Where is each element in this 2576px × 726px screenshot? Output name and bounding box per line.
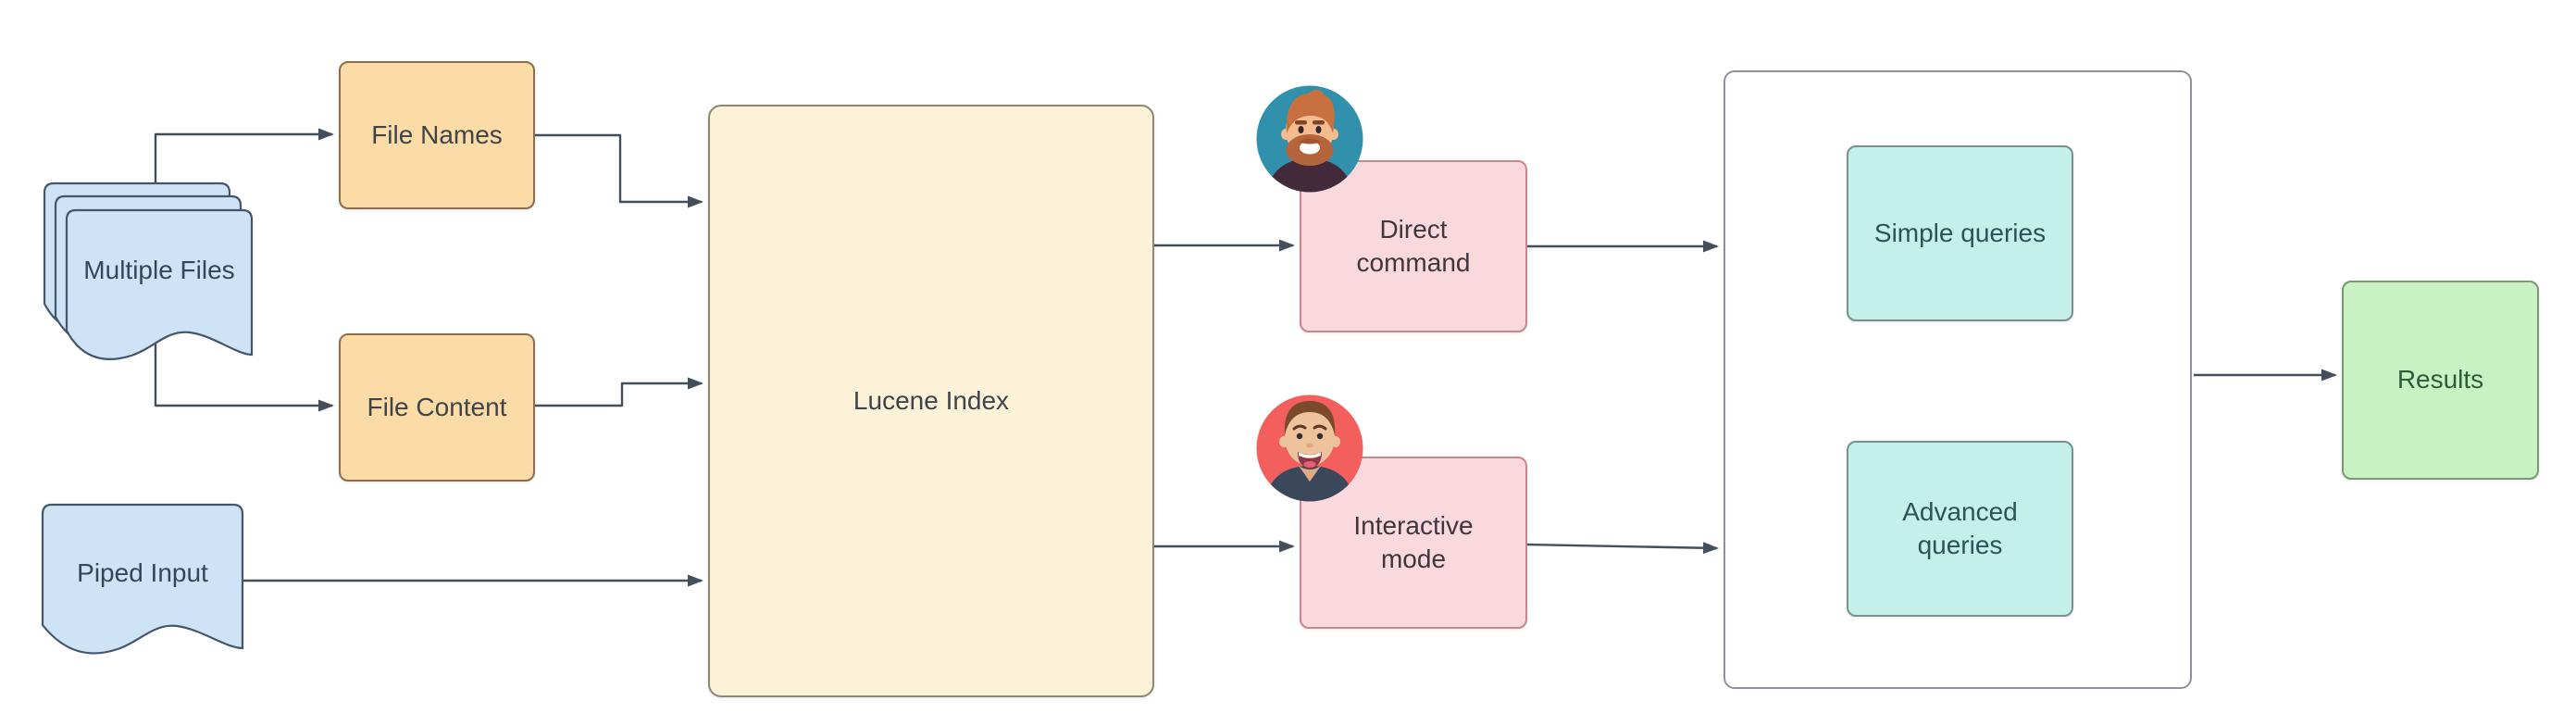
document-shape-front <box>65 208 254 360</box>
file-content-label: File Content <box>367 392 507 421</box>
file-content-node[interactable]: File Content <box>339 333 535 482</box>
young-man-avatar-icon <box>1256 394 1363 502</box>
connector-filecontent-to-lucene <box>535 377 703 407</box>
simple-queries-node[interactable]: Simple queries <box>1847 145 2073 321</box>
results-node[interactable]: Results <box>2342 281 2539 480</box>
lucene-index-label: Lucene Index <box>852 385 1010 415</box>
lucene-index-node[interactable]: Lucene Index <box>708 105 1154 697</box>
simple-queries-label: Simple queries <box>1873 218 2047 247</box>
file-names-label: File Names <box>371 119 503 149</box>
advanced-queries-label: Advanced queries <box>1902 496 2018 559</box>
multiple-files-node[interactable] <box>43 182 254 360</box>
file-names-node[interactable]: File Names <box>339 61 535 209</box>
connector-interactivemode-to-queries <box>1526 542 1719 555</box>
piped-input-node[interactable] <box>41 503 244 655</box>
results-label: Results <box>2396 365 2484 394</box>
advanced-queries-node[interactable]: Advanced queries <box>1847 441 2073 617</box>
interactive-mode-label: Interactive mode <box>1353 510 1474 573</box>
bearded-man-avatar-icon <box>1256 85 1363 193</box>
connector-filenames-to-lucene <box>535 133 703 208</box>
direct-command-node[interactable]: Direct command <box>1300 160 1527 332</box>
document-shape <box>41 503 244 655</box>
direct-command-label: Direct command <box>1356 214 1471 277</box>
